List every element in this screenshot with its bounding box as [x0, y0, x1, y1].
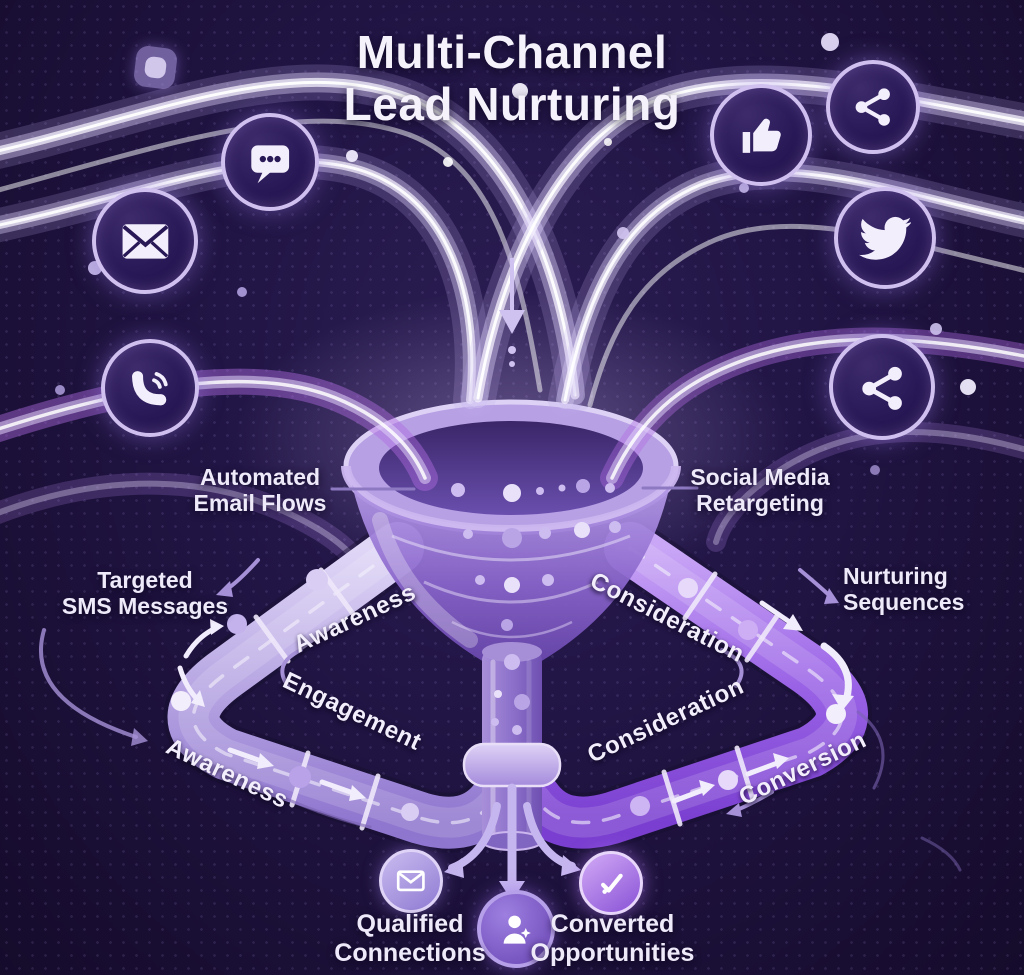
label-line: Social Media	[690, 464, 830, 490]
check-converted-icon	[579, 851, 643, 915]
stream-node-dots	[55, 33, 976, 475]
label-automated-email-flows: Automated Email Flows	[170, 464, 350, 517]
email-envelope-glyph	[122, 223, 168, 259]
squircle-inner	[143, 55, 168, 80]
label-line: Sequences	[843, 589, 965, 616]
share-nodes-icon	[826, 60, 920, 154]
funnel-cone	[352, 485, 670, 662]
chat-bubble-icon	[221, 113, 319, 211]
pipe-flow-arrows	[177, 600, 854, 804]
pipe-segment-joints	[253, 567, 780, 831]
envelope-glyph	[397, 870, 425, 892]
label-qualified-connections: Qualified Connections	[320, 910, 500, 968]
funnel-stem-ring	[462, 742, 562, 788]
twitter-bird-icon	[834, 187, 936, 289]
phone-call-glyph	[131, 370, 168, 405]
funnel	[341, 465, 681, 851]
twitter-bird-glyph	[858, 216, 912, 260]
funnel-inner-dots	[451, 479, 621, 735]
squircle-badge-icon	[132, 44, 179, 91]
funnel-entry-arrow	[499, 258, 525, 367]
label-line: Nurturing	[843, 563, 948, 589]
label-line: Email Flows	[193, 490, 327, 517]
label-line: SMS Messages	[61, 593, 229, 620]
check-converted-glyph	[601, 873, 623, 895]
left-pipe	[163, 518, 525, 853]
email-envelope-icon	[92, 188, 198, 294]
share-network-icon	[829, 334, 935, 440]
title-line-2: Lead Nurturing	[343, 78, 681, 131]
chat-bubble-glyph	[251, 145, 289, 183]
label-line: Connections	[334, 938, 486, 967]
right-pipe	[506, 518, 872, 853]
label-line: Retargeting	[696, 490, 824, 517]
label-line: Automated	[199, 464, 321, 490]
thumbs-up-icon	[710, 84, 812, 186]
page-title: Multi-Channel Lead Nurturing	[0, 26, 1024, 131]
share-network-glyph	[861, 366, 902, 410]
guide-arrows	[38, 486, 962, 872]
label-line: Qualified	[356, 910, 464, 938]
label-line: Targeted	[97, 567, 193, 593]
person-lead-glyph	[503, 915, 531, 944]
envelope-icon	[379, 849, 443, 913]
funnel-mouth	[343, 399, 679, 533]
label-nurturing-sequences: Nurturing Sequences	[843, 563, 1003, 616]
phone-call-icon	[101, 339, 199, 437]
label-line: Opportunities	[530, 938, 695, 967]
label-targeted-sms-messages: Targeted SMS Messages	[50, 567, 240, 620]
title-line-1: Multi-Channel	[356, 26, 668, 78]
share-nodes-glyph	[855, 88, 890, 126]
label-converted-opportunities: Converted Opportunities	[520, 910, 705, 968]
person-lead-icon	[477, 890, 555, 968]
thumbs-up-glyph	[742, 118, 781, 153]
label-social-media-retargeting: Social Media Retargeting	[665, 464, 855, 517]
label-line: Converted	[550, 910, 675, 938]
